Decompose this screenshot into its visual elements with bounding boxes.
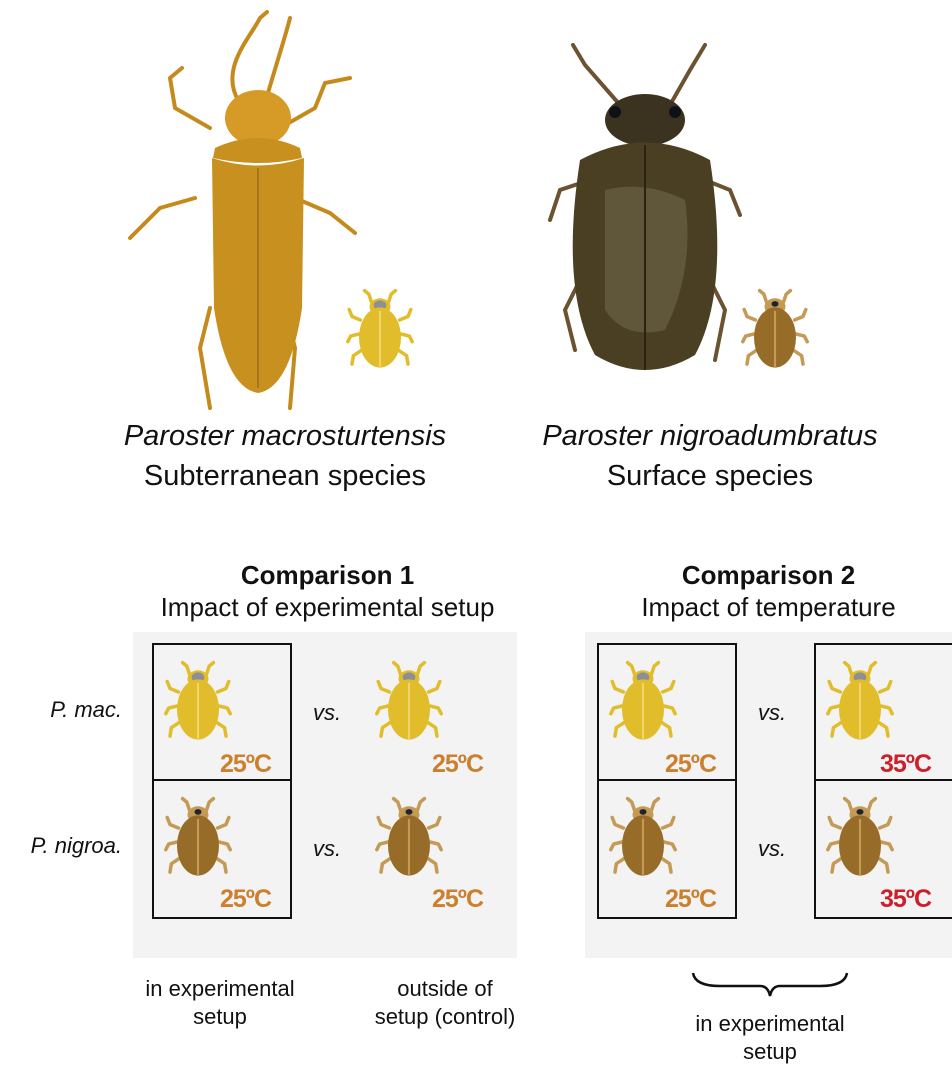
- caption-experimental-setup: in experimental setup: [115, 975, 325, 1031]
- comparison-1-title: Comparison 1: [130, 560, 525, 591]
- vs-label: vs.: [313, 836, 341, 862]
- species-1-name: Paroster macrosturtensis: [90, 420, 480, 453]
- vs-label: vs.: [758, 836, 786, 862]
- species-1-photo: [120, 8, 370, 413]
- temperature-label: 25ºC: [220, 750, 271, 779]
- species-2-type: Surface species: [500, 460, 920, 493]
- beetle-icon: [163, 650, 233, 755]
- temperature-label: 25ºC: [432, 885, 483, 914]
- species-2-photo: [545, 40, 745, 385]
- beetle-icon: [374, 650, 444, 755]
- comparison-2-subtitle: Impact of temperature: [585, 592, 952, 623]
- beetle-icon: [608, 786, 678, 891]
- comparison-2-title: Comparison 2: [585, 560, 952, 591]
- beetle-icon: [608, 650, 678, 755]
- brace-icon: [690, 968, 850, 998]
- comparison-1-subtitle: Impact of experimental setup: [130, 592, 525, 623]
- temperature-label: 35ºC: [880, 885, 931, 914]
- beetle-icon: [825, 786, 895, 891]
- temperature-label: 25ºC: [665, 750, 716, 779]
- species-2-icon: [740, 278, 810, 383]
- temperature-label: 25ºC: [220, 885, 271, 914]
- caption-experimental-setup-2: in experimental setup: [665, 1010, 875, 1066]
- row-label-pnigroa: P. nigroa.: [0, 833, 122, 859]
- species-2-name: Paroster nigroadumbratus: [500, 420, 920, 453]
- vs-label: vs.: [313, 700, 341, 726]
- row-label-pmac: P. mac.: [0, 697, 122, 723]
- species-1-type: Subterranean species: [90, 460, 480, 493]
- temperature-label: 25ºC: [432, 750, 483, 779]
- caption-control: outside of setup (control): [345, 975, 545, 1031]
- temperature-label: 25ºC: [665, 885, 716, 914]
- beetle-icon: [374, 786, 444, 891]
- species-1-icon: [345, 278, 415, 383]
- beetle-icon: [163, 786, 233, 891]
- beetle-icon: [825, 650, 895, 755]
- vs-label: vs.: [758, 700, 786, 726]
- temperature-label: 35ºC: [880, 750, 931, 779]
